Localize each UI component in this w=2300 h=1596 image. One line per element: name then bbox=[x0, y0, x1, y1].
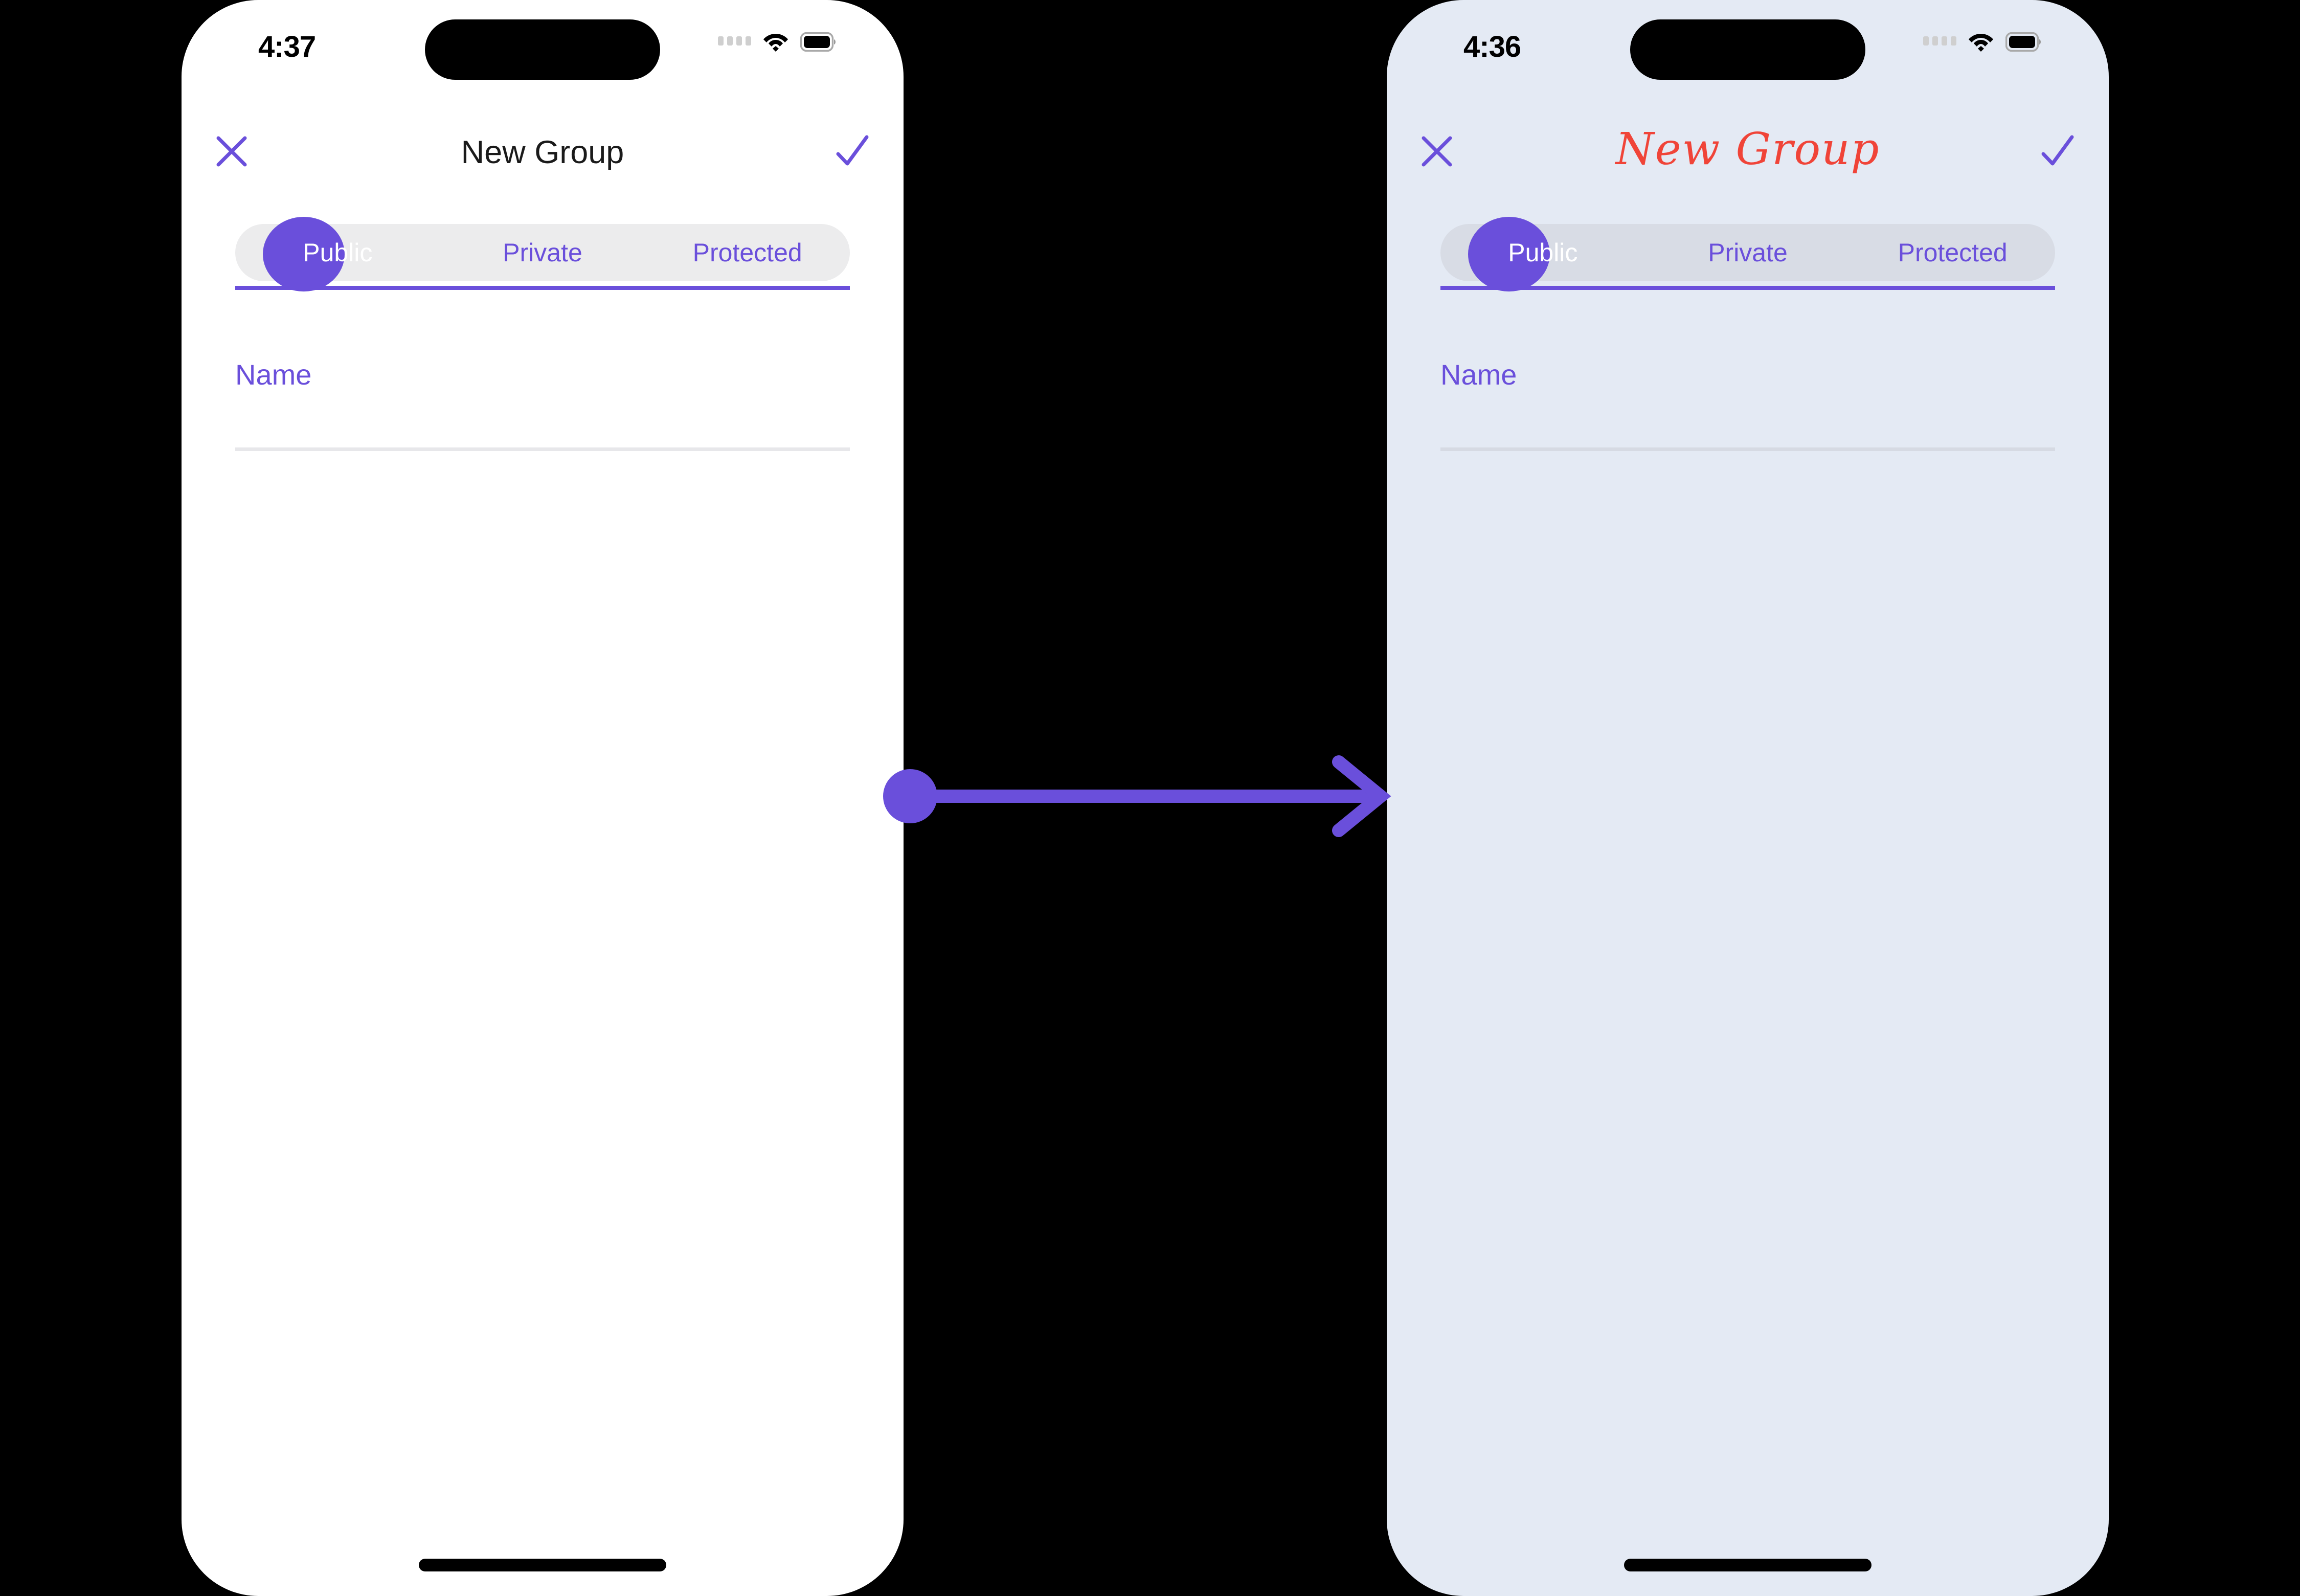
segmented-options: Public Private Protected bbox=[1440, 224, 2055, 281]
segmented-control-after[interactable]: Public Private Protected bbox=[1440, 217, 2055, 291]
nav-bar-after: New Group bbox=[1387, 123, 2109, 189]
battery-icon bbox=[800, 32, 836, 52]
status-bar: 4:37 bbox=[182, 0, 904, 80]
phone-screen-before: 4:37 New Group Public bbox=[182, 0, 904, 1596]
segment-private[interactable]: Private bbox=[1708, 238, 1788, 267]
segmented-underline bbox=[235, 286, 850, 290]
name-input-underline bbox=[235, 447, 850, 451]
checkmark-icon[interactable] bbox=[831, 130, 873, 172]
dynamic-island bbox=[1630, 19, 1865, 80]
arrow-head bbox=[1332, 755, 1391, 837]
name-input-underline bbox=[1440, 447, 2055, 451]
segment-public[interactable]: Public bbox=[303, 238, 373, 267]
signal-dots-icon bbox=[718, 36, 751, 48]
page-title: New Group bbox=[1615, 124, 1880, 175]
name-field-group-before[interactable]: Name bbox=[235, 349, 850, 451]
segmented-selection-indicator bbox=[1468, 217, 1550, 291]
nav-bar-before: New Group bbox=[182, 123, 904, 189]
segment-private[interactable]: Private bbox=[503, 238, 582, 267]
status-bar: 4:36 bbox=[1387, 0, 2109, 80]
home-indicator-bar bbox=[419, 1559, 666, 1571]
close-x-icon[interactable] bbox=[212, 132, 251, 171]
name-input-placeholder[interactable]: Name bbox=[235, 358, 312, 391]
close-x-icon[interactable] bbox=[1417, 132, 1456, 171]
page-title: New Group bbox=[461, 134, 624, 170]
segmented-selection-indicator bbox=[263, 217, 345, 291]
wifi-icon bbox=[763, 34, 788, 52]
name-input-placeholder[interactable]: Name bbox=[1440, 358, 1517, 391]
battery-icon bbox=[2005, 32, 2041, 52]
dynamic-island bbox=[425, 19, 660, 80]
segment-public[interactable]: Public bbox=[1508, 238, 1578, 267]
home-indicator-bar bbox=[1624, 1559, 1871, 1571]
segmented-control-before[interactable]: Public Private Protected bbox=[235, 217, 850, 291]
transition-arrow bbox=[883, 755, 1391, 837]
signal-dots-icon bbox=[1923, 36, 1956, 48]
phone-screen-after: 4:36 New Group Public bbox=[1387, 0, 2109, 1596]
segment-protected[interactable]: Protected bbox=[1898, 238, 2008, 267]
segment-protected[interactable]: Protected bbox=[692, 238, 802, 267]
status-bar-time: 4:37 bbox=[258, 30, 316, 63]
status-bar-indicators bbox=[718, 32, 837, 52]
segmented-underline bbox=[1440, 286, 2055, 290]
name-field-group-after[interactable]: Name bbox=[1440, 349, 2055, 451]
status-bar-time: 4:36 bbox=[1463, 30, 1521, 63]
segmented-options: Public Private Protected bbox=[235, 224, 850, 281]
checkmark-icon[interactable] bbox=[2036, 130, 2078, 172]
status-bar-indicators bbox=[1923, 32, 2042, 52]
wifi-icon bbox=[1969, 34, 1993, 52]
